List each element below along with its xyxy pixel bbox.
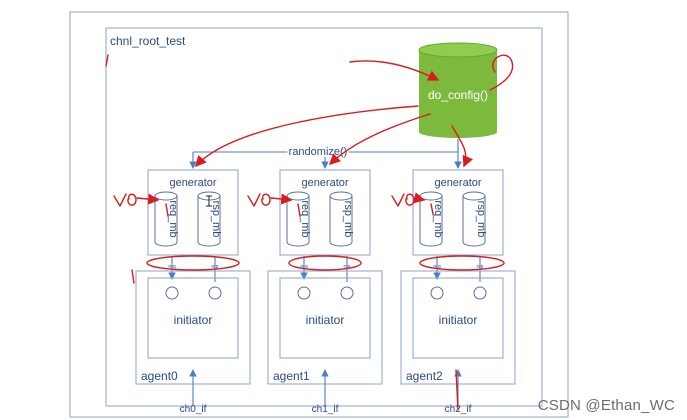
initiator-box [147, 277, 239, 359]
rsp-port-circle [208, 286, 222, 300]
generator-box [147, 169, 239, 256]
channel-2: generator req_mb rsp_mb req rsp initiato… [400, 169, 516, 415]
generator-label: generator [169, 177, 216, 189]
interface-label: ch1_if [312, 404, 339, 415]
agent-label: agent0 [141, 369, 178, 383]
config-database: do_config() [418, 42, 498, 138]
initiator-box [279, 277, 371, 359]
randomize-bus: randomize() [189, 139, 462, 169]
req-port-circle [165, 286, 179, 300]
generator-label: generator [434, 177, 481, 189]
agent-box [400, 270, 516, 385]
red-annotations [105, 54, 514, 411]
rsp-port-circle [340, 286, 354, 300]
req-port-circle [430, 286, 444, 300]
req-mailbox: req_mb [419, 191, 444, 247]
req-mailbox: req_mb [286, 191, 311, 247]
agent-label: agent2 [406, 369, 443, 383]
csdn-watermark: CSDN @Ethan_WC [537, 397, 675, 414]
initiator-label: initiator [174, 313, 213, 327]
root-test-label: chnl_root_test [110, 34, 186, 48]
req-mailbox-label: req_mb [167, 200, 179, 237]
channel-0: generator req_mb rsp_mb req rsp initiato… [135, 169, 251, 415]
initiator-label: initiator [306, 313, 345, 327]
root-test-frame [105, 27, 543, 407]
agent-box [135, 270, 251, 385]
config-label: do_config() [428, 88, 488, 102]
rsp-mailbox-label: rsp_mb [210, 201, 222, 238]
req-mailbox-label: req_mb [299, 200, 311, 237]
interface-label: ch0_if [180, 404, 207, 415]
req-mailbox-label: req_mb [432, 200, 444, 237]
initiator-box [412, 277, 504, 359]
rsp-mailbox-label: rsp_mb [475, 201, 487, 238]
rsp-mailbox-label: rsp_mb [342, 201, 354, 238]
agent-box [267, 270, 383, 385]
initiator-label: initiator [439, 313, 478, 327]
generator-box [279, 169, 371, 256]
generator-label: generator [301, 177, 348, 189]
rsp-port-circle [473, 286, 487, 300]
rsp-mailbox: rsp_mb [462, 191, 487, 247]
channel-1: generator req_mb rsp_mb req rsp initiato… [267, 169, 383, 415]
generator-box [412, 169, 504, 256]
rsp-mailbox: rsp_mb [329, 191, 354, 247]
req-port-circle [297, 286, 311, 300]
text-cursor-icon [206, 195, 212, 207]
rsp-mailbox: rsp_mb [197, 191, 222, 247]
agent-label: agent1 [273, 369, 310, 383]
outer-frame [69, 11, 569, 418]
